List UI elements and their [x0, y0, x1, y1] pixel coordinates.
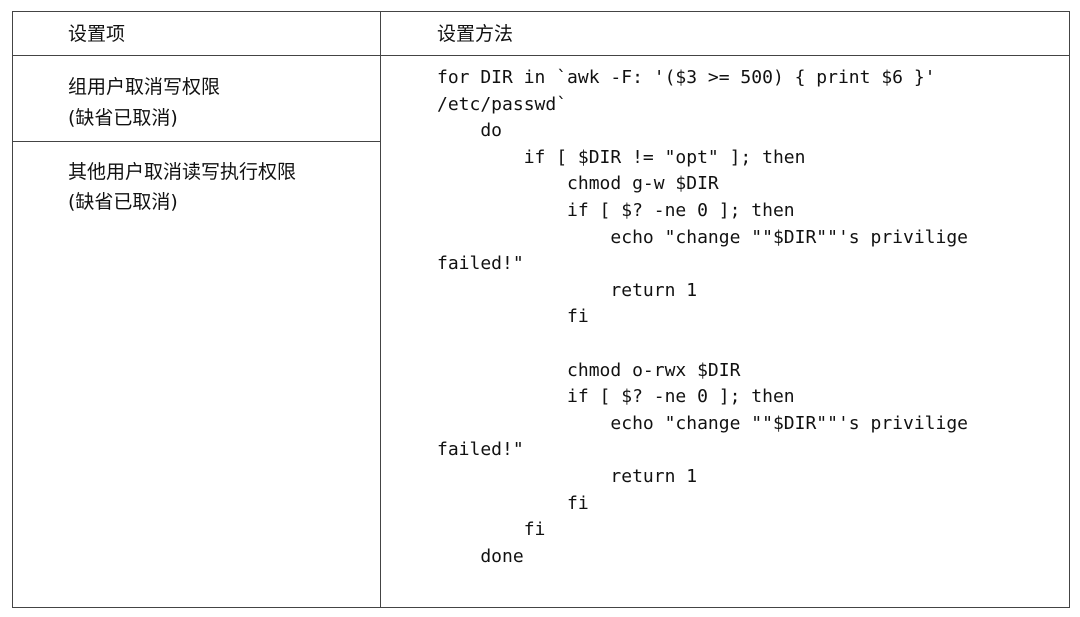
row-group-write-note: (缺省已取消) — [68, 107, 178, 129]
shell-script-code: for DIR in `awk -F: '($3 >= 500) { print… — [437, 67, 969, 567]
row-other-rwx-title: 其他用户取消读写执行权限 — [68, 161, 297, 183]
row-divider — [13, 141, 380, 142]
header-divider — [13, 55, 1069, 56]
row-other-rwx-note: (缺省已取消) — [68, 191, 178, 213]
header-setting-item: 设置项 — [68, 23, 126, 45]
column-divider — [380, 12, 381, 607]
header-setting-method: 设置方法 — [437, 23, 514, 45]
settings-table: 设置项 设置方法 组用户取消写权限 (缺省已取消) 其他用户取消读写执行权限 (… — [12, 11, 1070, 608]
row-group-write-title: 组用户取消写权限 — [68, 76, 221, 98]
